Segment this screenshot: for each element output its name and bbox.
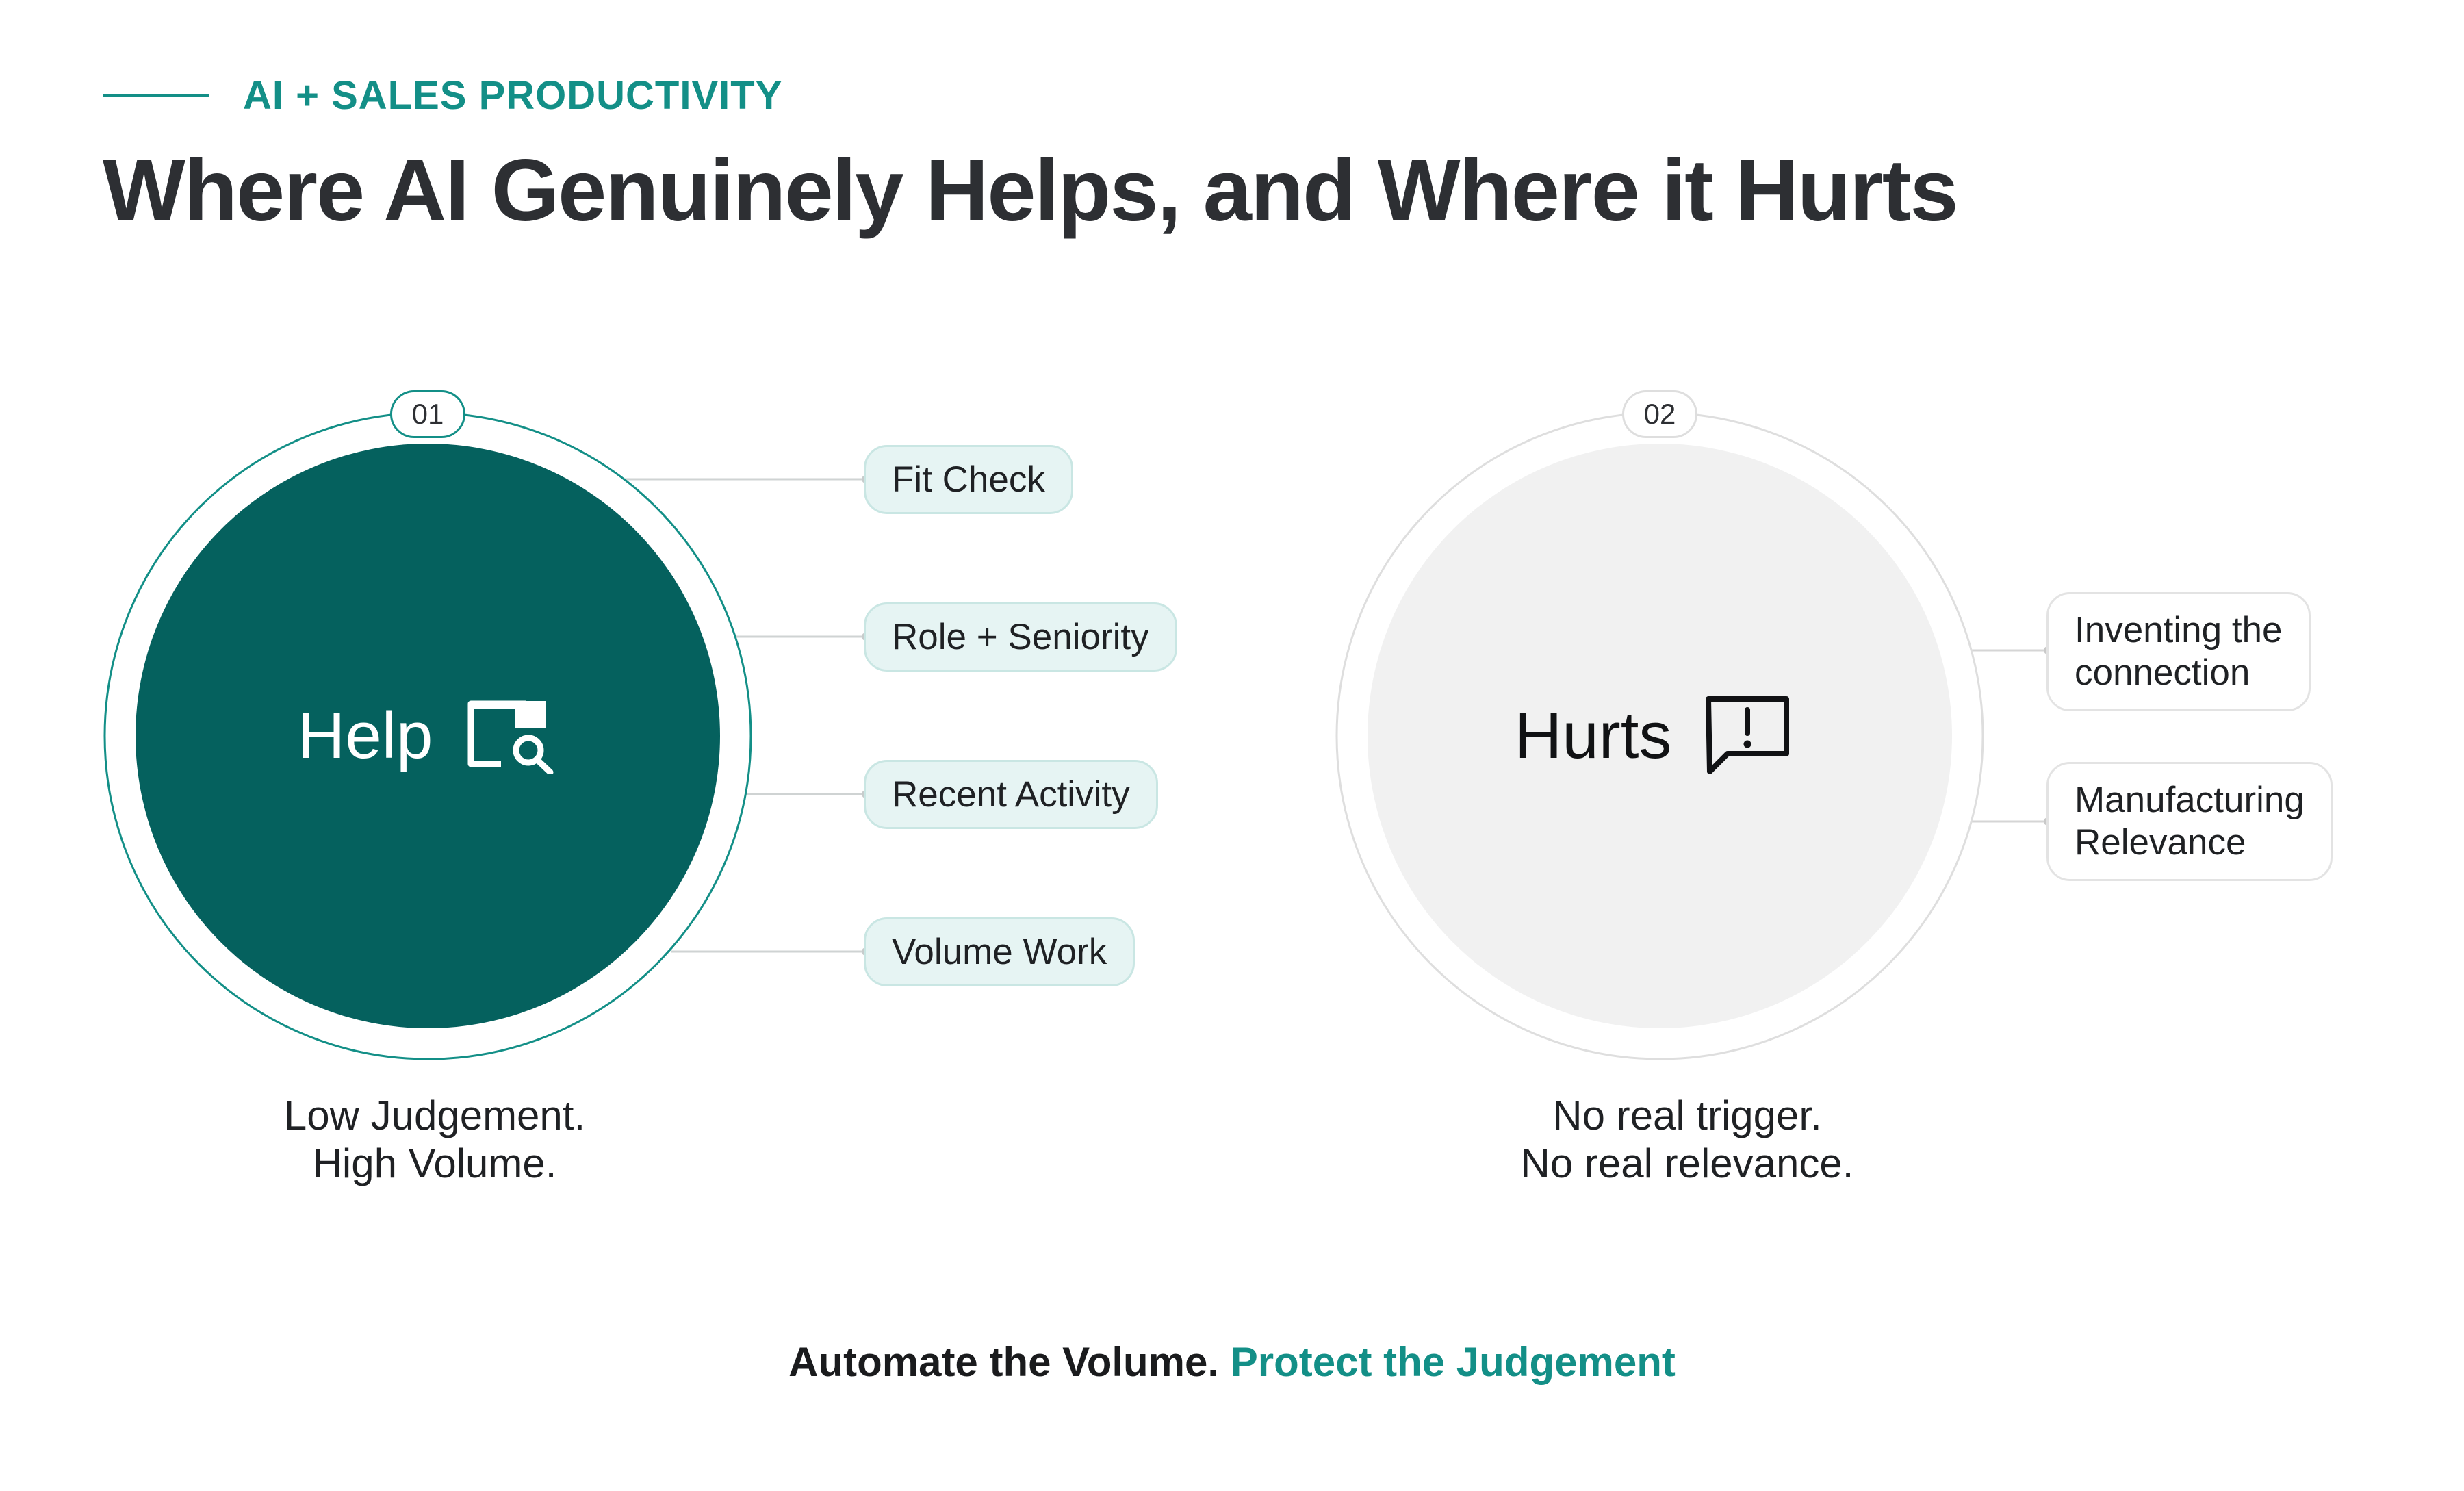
page-title: Where AI Genuinely Helps, and Where it H… [103, 142, 1958, 240]
hurts-caption-line: No real trigger. [1552, 1093, 1822, 1138]
help-item: Recent Activity [864, 760, 1158, 829]
help-center: Help [298, 698, 554, 774]
eyebrow-rule [103, 94, 209, 97]
help-item: Role + Seniority [864, 602, 1177, 672]
eyebrow: AI + SALES PRODUCTIVITY [103, 73, 782, 118]
eyebrow-label: AI + SALES PRODUCTIVITY [243, 73, 783, 118]
hurts-label: Hurts [1515, 699, 1672, 772]
footer-tagline: Automate the Volume. Protect the Judgeme… [0, 1338, 2464, 1386]
hurts-number-badge: 02 [1622, 390, 1697, 438]
hurts-circle [1368, 444, 1952, 1028]
help-item: Fit Check [864, 445, 1073, 514]
hurts-item-line: Manufacturing [2075, 780, 2305, 820]
hurts-item: Manufacturing Relevance [2046, 762, 2333, 881]
hurts-caption-line: No real relevance. [1520, 1140, 1854, 1186]
chat-alert-icon [1706, 696, 1790, 774]
window-search-icon [467, 700, 554, 774]
help-caption: Low Judgement. High Volume. [229, 1092, 640, 1188]
help-item: Volume Work [864, 917, 1135, 986]
footer-part-2: Protect the Judgement [1230, 1339, 1676, 1385]
help-caption-line: High Volume. [312, 1140, 557, 1186]
hurts-item: Inventing the connection [2046, 592, 2311, 711]
hurts-caption: No real trigger. No real relevance. [1413, 1092, 1961, 1188]
hurts-item-line: Relevance [2075, 822, 2246, 863]
footer-part-1: Automate the Volume. [788, 1339, 1220, 1385]
help-number-badge: 01 [390, 390, 465, 438]
hurts-item-line: Inventing the [2075, 610, 2283, 650]
help-caption-line: Low Judgement. [283, 1093, 586, 1138]
hurts-item-line: connection [2075, 652, 2250, 693]
help-label: Help [298, 699, 433, 772]
hurts-center: Hurts [1515, 695, 1792, 777]
help-circle [136, 444, 720, 1028]
